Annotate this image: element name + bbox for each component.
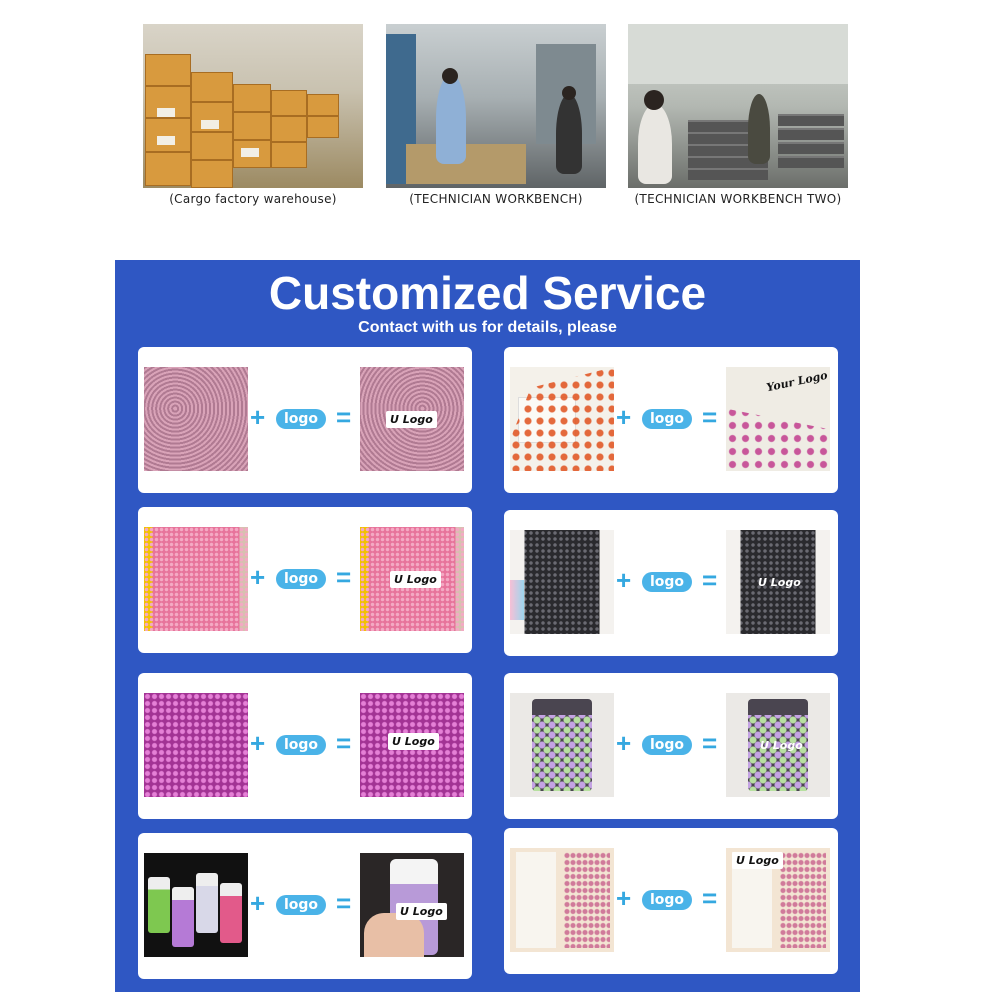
product-after-image: Your Logo — [726, 367, 830, 471]
u-logo-label: U Logo — [396, 903, 447, 920]
service-card-black-bag: + logo = U Logo — [504, 510, 838, 656]
equals-sign: = — [702, 883, 718, 913]
product-after-image: U Logo — [360, 693, 464, 797]
customized-service-panel: Customized Service Contact with us for d… — [115, 260, 860, 992]
product-after-image: U Logo — [360, 527, 464, 631]
workbench-two-caption: (TECHNICIAN WORKBENCH TWO) — [634, 192, 842, 206]
plus-sign: + — [616, 883, 632, 913]
product-before-image — [144, 527, 248, 631]
service-card-orange-stones: + logo = Your Logo — [504, 347, 838, 493]
logo-pill: logo — [276, 409, 326, 429]
product-after-image: U Logo — [726, 530, 830, 634]
u-logo-label: U Logo — [758, 576, 801, 589]
product-after-image: U Logo — [726, 693, 830, 797]
warehouse-caption: (Cargo factory warehouse) — [169, 192, 337, 206]
service-card-pink-bag: + logo = U Logo — [138, 507, 472, 653]
product-after-image: U Logo — [726, 848, 830, 952]
equals-sign: = — [702, 565, 718, 595]
product-before-image — [510, 848, 614, 952]
plus-sign: + — [250, 562, 266, 592]
plus-sign: + — [250, 728, 266, 758]
panel-subtitle: Contact with us for details, please — [358, 319, 617, 336]
product-after-image: U Logo — [360, 367, 464, 471]
workbench-caption: (TECHNICIAN WORKBENCH) — [409, 192, 583, 206]
workbench-photo — [386, 24, 606, 188]
plus-sign: + — [616, 728, 632, 758]
service-card-bottles: + logo = U Logo — [138, 833, 472, 979]
plus-sign: + — [616, 402, 632, 432]
u-logo-label: U Logo — [390, 571, 441, 588]
logo-pill: logo — [276, 735, 326, 755]
your-logo-label: Your Logo — [765, 368, 829, 395]
logo-pill: logo — [642, 890, 692, 910]
logo-pill: logo — [276, 895, 326, 915]
equals-sign: = — [336, 728, 352, 758]
panel-title: Customized Service — [268, 267, 707, 319]
equals-sign: = — [336, 402, 352, 432]
service-card-purple-green-bag: + logo = U Logo — [504, 673, 838, 819]
plus-sign: + — [616, 565, 632, 595]
product-after-image: U Logo — [360, 853, 464, 957]
u-logo-label: U Logo — [732, 852, 783, 869]
equals-sign: = — [702, 402, 718, 432]
u-logo-label: U Logo — [388, 733, 439, 750]
logo-pill: logo — [642, 409, 692, 429]
product-before-image — [510, 693, 614, 797]
plus-sign: + — [250, 402, 266, 432]
warehouse-photo — [143, 24, 363, 188]
logo-pill: logo — [642, 572, 692, 592]
product-before-image — [144, 693, 248, 797]
equals-sign: = — [336, 562, 352, 592]
equals-sign: = — [336, 888, 352, 918]
product-before-image — [510, 367, 614, 471]
service-card-magenta-bag: + logo = U Logo — [138, 673, 472, 819]
u-logo-label: U Logo — [386, 411, 437, 428]
plus-sign: + — [250, 888, 266, 918]
workbench-two-photo — [628, 24, 848, 188]
equals-sign: = — [702, 728, 718, 758]
logo-pill: logo — [642, 735, 692, 755]
service-card-pink-bulk: + logo = U Logo — [138, 347, 472, 493]
product-before-image — [144, 853, 248, 957]
product-before-image — [510, 530, 614, 634]
service-card-color-chart: + logo = U Logo — [504, 828, 838, 974]
product-before-image — [144, 367, 248, 471]
u-logo-label: U Logo — [760, 739, 803, 752]
logo-pill: logo — [276, 569, 326, 589]
